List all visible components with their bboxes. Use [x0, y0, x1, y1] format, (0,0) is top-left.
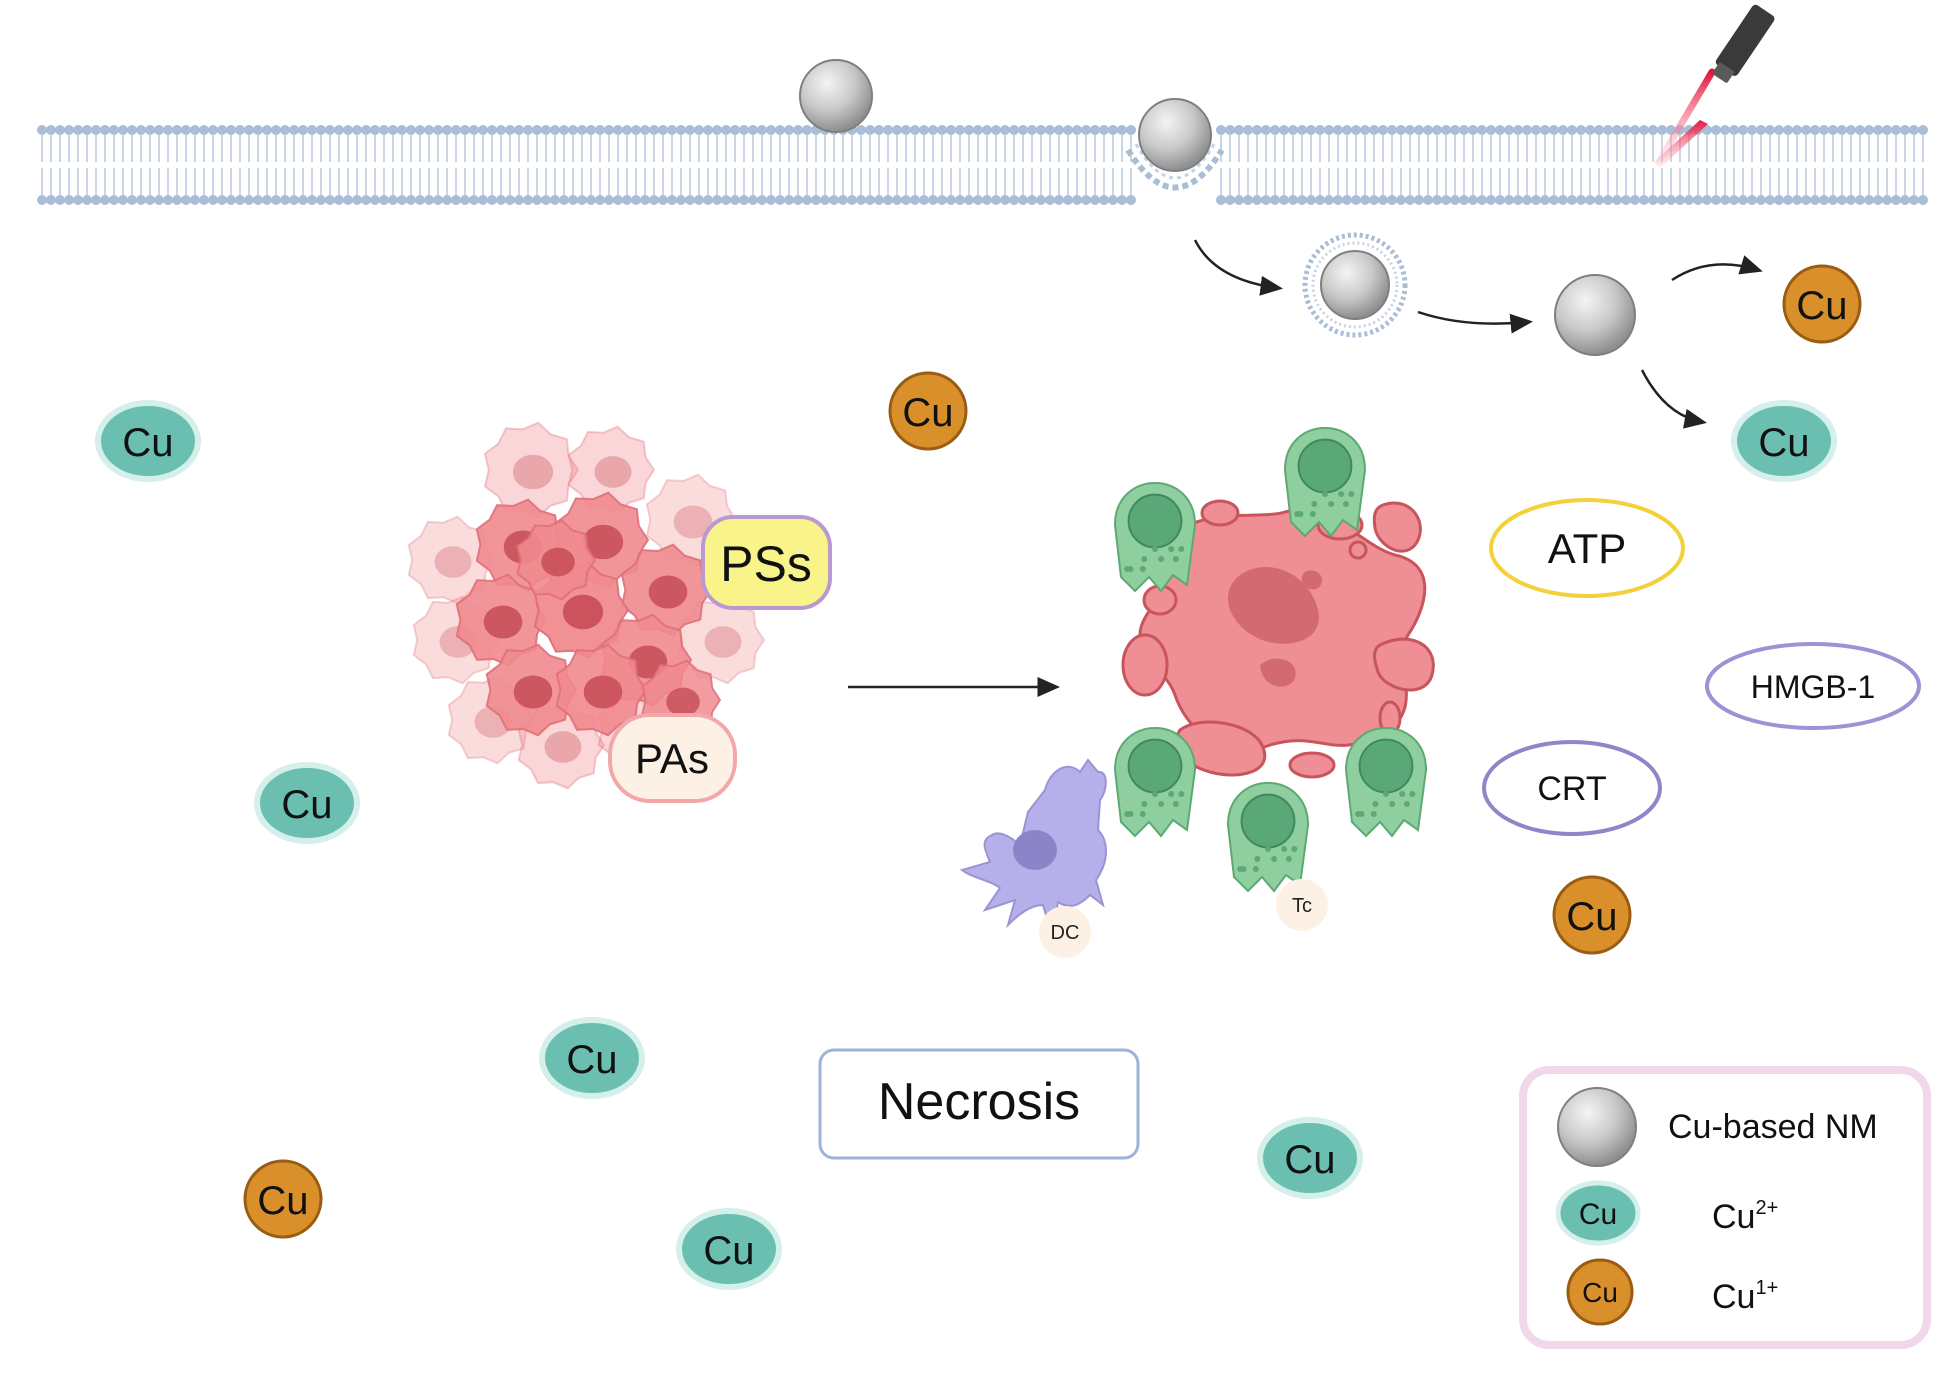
tc-label: Tc — [1292, 895, 1312, 917]
cu1-ion-label: Cu — [1796, 284, 1847, 328]
cu2-ion-label: Cu — [1284, 1138, 1335, 1182]
cu2-ion-4: Cu — [676, 1208, 782, 1290]
legend: Cu-based NM Cu Cu2+ Cu Cu1+ — [1519, 1066, 1931, 1349]
dc-label-chip: DC — [1039, 906, 1091, 958]
t-cells — [1113, 427, 1428, 893]
pas-label: PAs — [635, 735, 709, 782]
nm-sphere-top — [799, 59, 873, 133]
dc-label: DC — [1051, 922, 1080, 944]
hmgb1-label: HMGB-1 — [1751, 669, 1875, 705]
cu2-ion-label: Cu — [703, 1229, 754, 1273]
pss-label: PSs — [720, 536, 812, 592]
legend-nm-label: Cu-based NM — [1668, 1108, 1878, 1146]
pss-badge: PSs — [701, 515, 832, 610]
cu1-ion-label: Cu — [257, 1179, 308, 1223]
cu2-ion-2: Cu — [254, 762, 360, 844]
legend-cu1-sup: 1+ — [1755, 1277, 1778, 1299]
necrosis-box: Necrosis — [818, 1048, 1140, 1160]
cu2-ion-label: Cu — [122, 421, 173, 465]
nm-sphere-entering — [1138, 98, 1212, 172]
legend-cu2-row: Cu Cu2+ — [1555, 1180, 1778, 1246]
legend-cu2-label: Cu2+ — [1712, 1197, 1778, 1236]
cu1-ion-label: Cu — [902, 391, 953, 435]
legend-cu1-icon — [1566, 1258, 1634, 1326]
cu1-ion-4: Cu — [243, 1159, 323, 1239]
dendritic-cell — [959, 758, 1107, 936]
cu1-ion-label: Cu — [1566, 895, 1617, 939]
legend-cu1-label: Cu1+ — [1712, 1277, 1778, 1316]
cu1-ion-2: Cu — [1782, 264, 1862, 344]
legend-cu2-chip: Cu — [1579, 1198, 1617, 1231]
cu2-ion-6: Cu — [1731, 400, 1837, 482]
pas-badge: PAs — [608, 713, 737, 803]
legend-cu2-base: Cu — [1712, 1198, 1755, 1236]
legend-nm-sphere-icon — [1557, 1087, 1637, 1167]
cu1-ion-3: Cu — [1552, 875, 1632, 955]
cu2-ion-label: Cu — [566, 1038, 617, 1082]
cu2-ion-3: Cu — [539, 1017, 645, 1099]
cu1-ion-1: Cu — [888, 371, 968, 451]
cu2-ion-label: Cu — [1758, 421, 1809, 465]
legend-cu1-chip: Cu — [1582, 1277, 1618, 1308]
crt-label: CRT — [1537, 770, 1606, 808]
legend-cu2-sup: 2+ — [1755, 1197, 1778, 1219]
atp-label: ATP — [1548, 525, 1627, 572]
necrosis-label: Necrosis — [878, 1073, 1080, 1131]
tc-label-chip: Tc — [1276, 879, 1328, 931]
legend-nm-row: Cu-based NM — [1557, 1087, 1878, 1167]
hmgb1-ellipse: HMGB-1 — [1705, 642, 1921, 730]
nm-endosome — [1302, 232, 1408, 338]
legend-cu2-icon — [1555, 1180, 1641, 1246]
cu2-ion-label: Cu — [281, 783, 332, 827]
atp-ellipse: ATP — [1489, 498, 1685, 598]
pathway-arrows — [848, 239, 1763, 697]
cell-membrane — [37, 125, 1928, 205]
cu2-ion-1: Cu — [95, 400, 201, 482]
crt-ellipse: CRT — [1482, 740, 1662, 836]
laser-icon — [1654, 4, 1775, 168]
legend-cu1-base: Cu — [1712, 1278, 1755, 1316]
cu2-ion-5: Cu — [1257, 1117, 1363, 1199]
legend-cu1-row: Cu Cu1+ — [1566, 1258, 1778, 1326]
nm-sphere-released — [1554, 274, 1636, 356]
